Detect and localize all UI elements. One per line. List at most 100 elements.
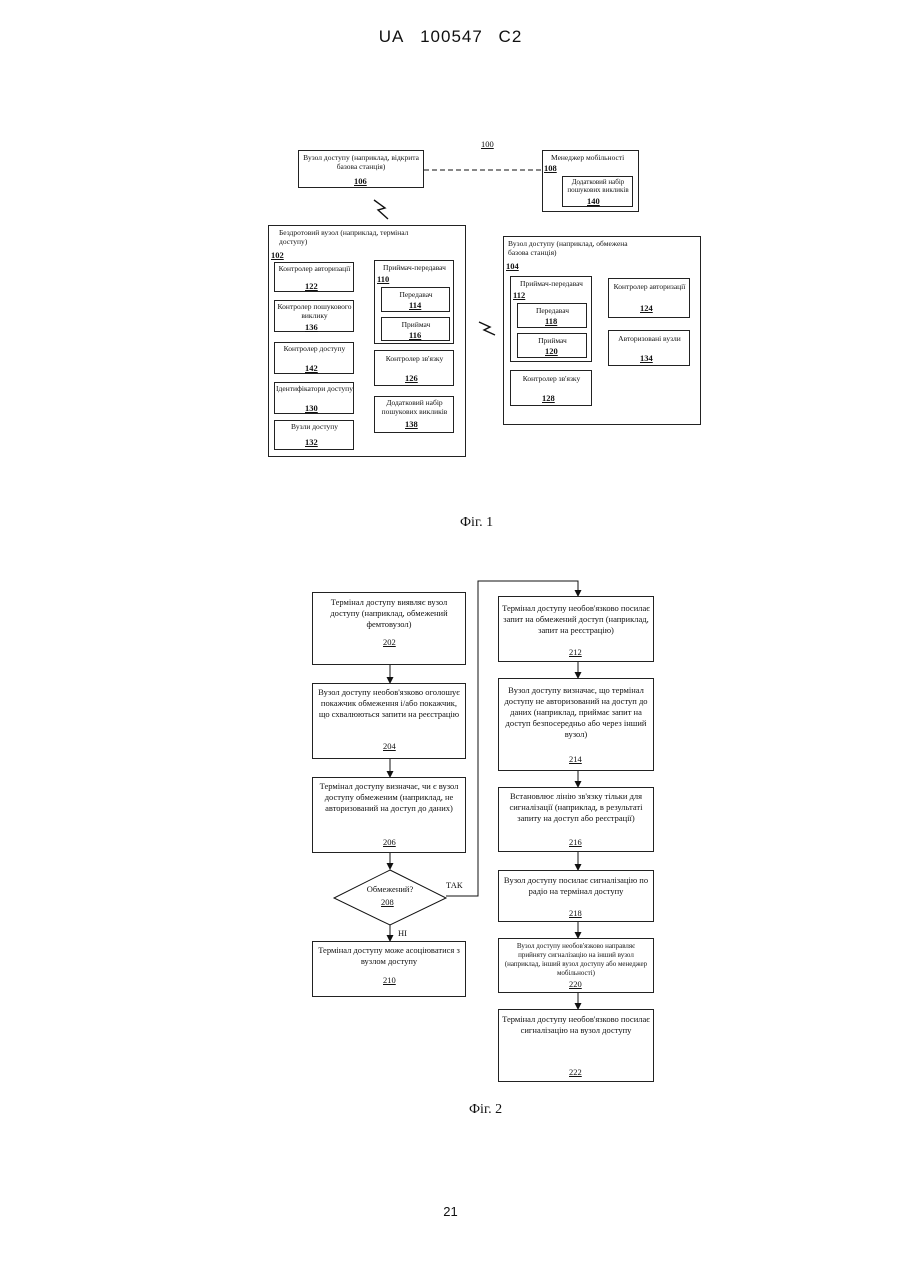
paging-set-138: Додатковий набір пошукових викликів 138 — [374, 396, 454, 433]
mobility-manager: Менеджер мобільності 108 Додатковий набі… — [542, 150, 639, 212]
step-212: Термінал доступу необов'язково посилає з… — [498, 596, 654, 662]
yes-label: ТАК — [446, 880, 463, 891]
step-222-ref: 222 — [569, 1067, 582, 1077]
mobility-manager-ref: 108 — [544, 163, 557, 173]
step-216: Встановлює лінію зв'язку тільки для сигн… — [498, 787, 654, 852]
step-212-text: Термінал доступу необов'язково посилає з… — [502, 603, 650, 636]
step-202-text: Термінал доступу виявляє вузол доступу (… — [316, 597, 462, 630]
wireless-node-ref: 102 — [271, 250, 284, 260]
paging-controller-136-label: Контролер пошукового виклику — [276, 302, 353, 320]
step-214: Вузол доступу визначає, що термінал дост… — [498, 678, 654, 771]
access-nodes-132-ref: 132 — [305, 437, 318, 447]
open-access-node-label: Вузол доступу (наприклад, відкрита базов… — [303, 153, 419, 171]
restricted-access-node-label: Вузол доступу (наприклад, обмежена базов… — [508, 239, 648, 257]
figure-1-caption: Фіг. 1 — [460, 515, 493, 531]
step-220-ref: 220 — [569, 979, 582, 989]
comm-controller-128-label: Контролер зв'язку — [512, 374, 591, 383]
transmitter-114: Передавач 114 — [381, 287, 450, 312]
step-202-ref: 202 — [383, 637, 396, 647]
step-218-text: Вузол доступу посилає сигналізацію по ра… — [502, 875, 650, 897]
system-ref: 100 — [481, 139, 494, 149]
transmitter-118: Передавач 118 — [517, 303, 587, 328]
step-212-ref: 212 — [569, 647, 582, 657]
auth-controller-122: Контролер авторизації 122 — [274, 262, 354, 292]
access-ids-130: Ідентифікатори доступу 130 — [274, 382, 354, 414]
step-204-text: Вузол доступу необов'язково оголошує пок… — [316, 687, 462, 720]
access-ids-130-label: Ідентифікатори доступу — [276, 384, 353, 393]
no-label: НІ — [398, 928, 407, 939]
access-controller-142: Контролер доступу 142 — [274, 342, 354, 374]
receiver-120: Приймач 120 — [517, 333, 587, 358]
transceiver-110-ref: 110 — [377, 274, 389, 284]
comm-controller-126-label: Контролер зв'язку — [376, 354, 453, 363]
comm-controller-128-ref: 128 — [542, 393, 555, 403]
access-nodes-132: Вузли доступу 132 — [274, 420, 354, 450]
step-222: Термінал доступу необов'язково посилає с… — [498, 1009, 654, 1082]
step-208-text: Обмежений? — [350, 884, 430, 895]
mobility-paging-set: Додатковий набір пошукових викликів 140 — [562, 176, 633, 207]
transceiver-110: Приймач-передавач 110 Передавач 114 Прий… — [374, 260, 454, 344]
auth-controller-124-ref: 124 — [640, 303, 653, 313]
paging-set-138-ref: 138 — [405, 419, 418, 429]
comm-controller-126-ref: 126 — [405, 373, 418, 383]
receiver-116-label: Приймач — [383, 320, 449, 329]
step-214-text: Вузол доступу визначає, що термінал дост… — [502, 685, 650, 740]
open-access-node-ref: 106 — [354, 176, 367, 186]
receiver-120-label: Приймач — [519, 336, 586, 345]
mobility-paging-set-label: Додатковий набір пошукових викликів — [564, 178, 632, 194]
step-206-ref: 206 — [383, 837, 396, 847]
transceiver-110-label: Приймач-передавач — [376, 263, 453, 272]
access-nodes-132-label: Вузли доступу — [276, 422, 353, 431]
transmitter-118-ref: 118 — [545, 316, 557, 326]
step-210-ref: 210 — [383, 975, 396, 985]
wireless-node-label: Бездротовий вузол (наприклад, термінал д… — [279, 228, 409, 246]
step-210-text: Термінал доступу може асоціюватися з вуз… — [316, 945, 462, 967]
step-218: Вузол доступу посилає сигналізацію по ра… — [498, 870, 654, 922]
paging-controller-136-ref: 136 — [305, 322, 318, 332]
step-206: Термінал доступу визначає, чи є вузол до… — [312, 777, 466, 853]
receiver-116: Приймач 116 — [381, 317, 450, 341]
authorized-nodes-134: Авторизовані вузли 134 — [608, 330, 690, 366]
wireless-link-icon — [479, 322, 495, 335]
step-222-text: Термінал доступу необов'язково посилає с… — [502, 1014, 650, 1036]
mobility-manager-label: Менеджер мобільності — [551, 153, 624, 162]
step-202: Термінал доступу виявляє вузол доступу (… — [312, 592, 466, 665]
mobility-paging-set-ref: 140 — [587, 196, 600, 206]
step-214-ref: 214 — [569, 754, 582, 764]
step-218-ref: 218 — [569, 908, 582, 918]
step-208-ref: 208 — [381, 897, 394, 907]
step-220-text: Вузол доступу необов'язково направляє пр… — [502, 942, 650, 978]
auth-controller-124-label: Контролер авторизації — [610, 282, 689, 291]
transmitter-114-ref: 114 — [409, 300, 421, 310]
transceiver-112-label: Приймач-передавач — [512, 279, 591, 288]
paging-controller-136: Контролер пошукового виклику 136 — [274, 300, 354, 332]
authorized-nodes-134-ref: 134 — [640, 353, 653, 363]
auth-controller-122-label: Контролер авторизації — [276, 264, 353, 273]
step-206-text: Термінал доступу визначає, чи є вузол до… — [316, 781, 462, 814]
page-number: 21 — [0, 1204, 901, 1219]
restricted-access-node-ref: 104 — [506, 261, 519, 271]
step-216-text: Встановлює лінію зв'язку тільки для сигн… — [502, 791, 650, 824]
step-220: Вузол доступу необов'язково направляє пр… — [498, 938, 654, 993]
paging-set-138-label: Додатковий набір пошукових викликів — [376, 398, 453, 416]
receiver-120-ref: 120 — [545, 346, 558, 356]
authorized-nodes-134-label: Авторизовані вузли — [610, 334, 689, 343]
step-216-ref: 216 — [569, 837, 582, 847]
auth-controller-124: Контролер авторизації 124 — [608, 278, 690, 318]
access-ids-130-ref: 130 — [305, 403, 318, 413]
open-access-node: Вузол доступу (наприклад, відкрита базов… — [298, 150, 424, 188]
step-210: Термінал доступу може асоціюватися з вуз… — [312, 941, 466, 997]
access-controller-142-ref: 142 — [305, 363, 318, 373]
auth-controller-122-ref: 122 — [305, 281, 318, 291]
transceiver-112-ref: 112 — [513, 290, 525, 300]
transmitter-118-label: Передавач — [519, 306, 586, 315]
comm-controller-126: Контролер зв'язку 126 — [374, 350, 454, 386]
receiver-116-ref: 116 — [409, 330, 421, 340]
step-204-ref: 204 — [383, 741, 396, 751]
figure-2-caption: Фіг. 2 — [469, 1102, 502, 1118]
transmitter-114-label: Передавач — [383, 290, 449, 299]
step-204: Вузол доступу необов'язково оголошує пок… — [312, 683, 466, 759]
access-controller-142-label: Контролер доступу — [276, 344, 353, 353]
comm-controller-128: Контролер зв'язку 128 — [510, 370, 592, 406]
transceiver-112: Приймач-передавач 112 Передавач 118 Прий… — [510, 276, 592, 362]
